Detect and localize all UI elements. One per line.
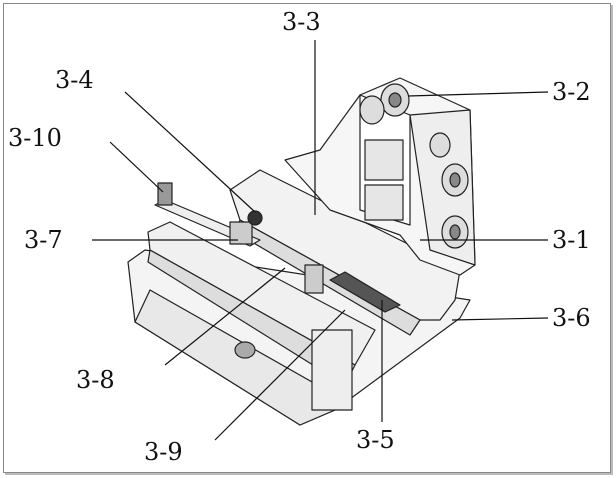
knob xyxy=(247,210,263,226)
label-3-6: 3-6 xyxy=(552,304,591,332)
label-3-9: 3-9 xyxy=(144,438,183,466)
figure-border xyxy=(3,3,611,473)
lower-conveyor xyxy=(147,221,376,366)
label-3-3: 3-3 xyxy=(282,8,321,36)
label-3-5: 3-5 xyxy=(356,426,395,454)
label-3-8: 3-8 xyxy=(76,366,115,394)
leader-lines xyxy=(92,40,549,441)
sensor-block xyxy=(157,182,173,206)
label-3-4: 3-4 xyxy=(55,66,94,94)
label-3-2: 3-2 xyxy=(552,78,591,106)
label-3-7: 3-7 xyxy=(24,226,63,254)
label-3-10: 3-10 xyxy=(8,124,62,152)
label-3-1: 3-1 xyxy=(552,226,591,254)
slider-block xyxy=(229,221,253,245)
